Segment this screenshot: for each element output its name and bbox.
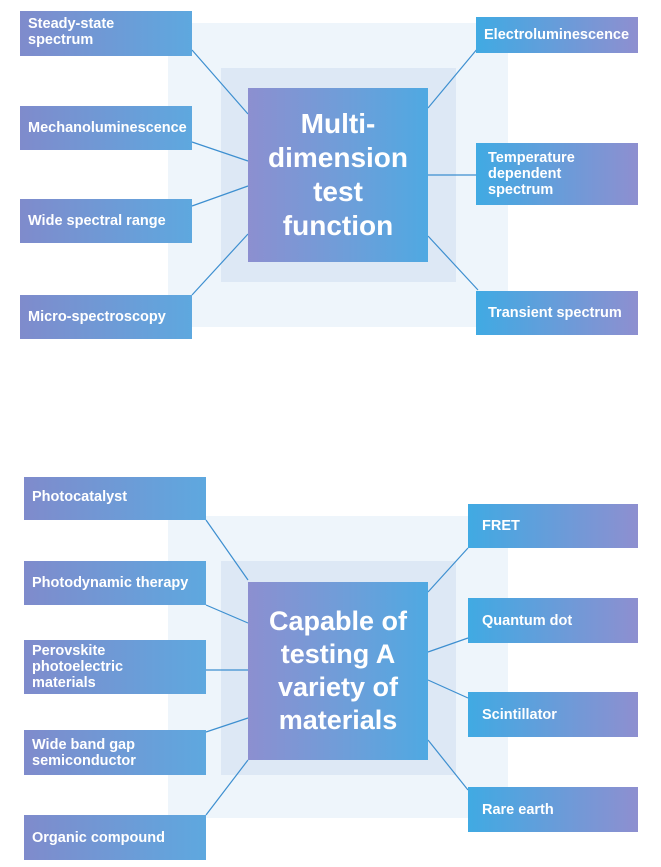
material-box: Photodynamic therapy	[24, 561, 206, 605]
connector-line	[427, 547, 469, 593]
feature-box: Wide spectral range	[20, 199, 192, 243]
material-box: Wide band gap semiconductor	[24, 730, 206, 775]
connector-line	[427, 235, 479, 291]
connector-line	[427, 47, 479, 109]
connector-line	[427, 679, 469, 699]
connector-line	[205, 519, 249, 581]
feature-box: Mechanoluminescence	[20, 106, 192, 150]
connector-line	[205, 604, 249, 624]
connector-line	[191, 233, 249, 296]
feature-box: Transient spectrum	[476, 291, 638, 335]
connector-line	[191, 185, 249, 207]
material-box: Scintillator	[468, 692, 638, 737]
connector-line	[205, 717, 249, 733]
connector-line	[427, 637, 469, 653]
feature-box: Temperature dependent spectrum	[476, 143, 638, 205]
connector-line	[191, 141, 249, 162]
feature-box: Micro-spectroscopy	[20, 295, 192, 339]
connector-line	[205, 759, 249, 816]
center-node: Multi- dimension test function	[248, 88, 428, 262]
material-box: Photocatalyst	[24, 477, 206, 520]
material-box: Rare earth	[468, 787, 638, 832]
material-box: Organic compound	[24, 815, 206, 860]
connector-line	[191, 49, 249, 115]
feature-box: Electroluminescence	[476, 17, 638, 53]
connector-line	[427, 739, 469, 791]
material-box: Perovskite photoelectric materials	[24, 640, 206, 694]
material-box: Quantum dot	[468, 598, 638, 643]
material-box: FRET	[468, 504, 638, 548]
center-node: Capable of testing A variety of material…	[248, 582, 428, 760]
feature-box: Steady-state spectrum	[20, 11, 192, 56]
